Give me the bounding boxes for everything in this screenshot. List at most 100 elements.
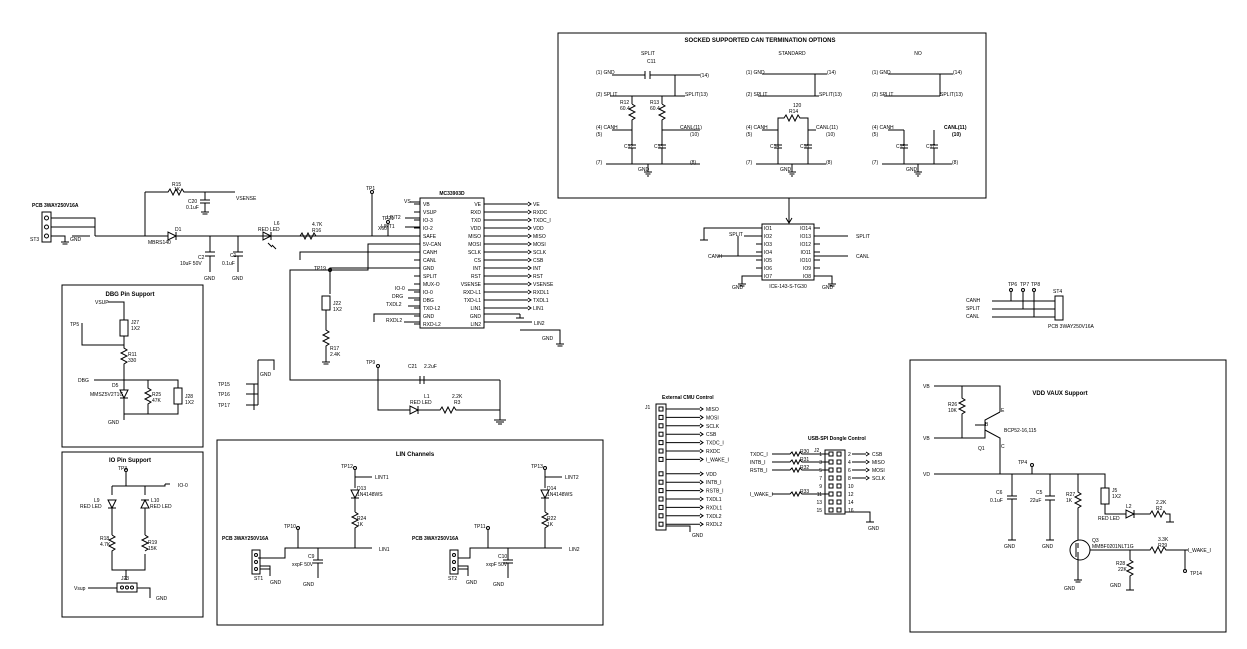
r12-value: 60.4 — [620, 106, 630, 112]
c5-ref: C5 — [1036, 490, 1043, 496]
q3-value: MMBF0201NLT1G — [1092, 544, 1134, 550]
can2-pin11: CANL(11) — [816, 125, 838, 131]
ic-pin-right-8: INT — [473, 266, 481, 272]
can3-pin5: (5) — [872, 132, 878, 138]
can3-pin11: CANL(11) — [944, 125, 967, 131]
l1-ref: L1 — [424, 394, 430, 400]
lint2-net: LINT2 — [387, 215, 401, 221]
lin-gnd3: GND — [466, 580, 478, 586]
r26-ref: R26 — [948, 402, 957, 408]
vdd-vb1: VB — [923, 384, 930, 390]
main-circuit: PCB 3WAY250V16A ST3 GND R15 1K C20 0.1uF… — [30, 182, 564, 425]
tp5-label: TP5 — [70, 322, 79, 328]
cmu-signal-10: TXDL1 — [706, 497, 722, 503]
can1-gnd: GND — [638, 167, 650, 173]
ic-pin-right-4: MISO — [468, 234, 481, 240]
can3-gnd: GND — [906, 167, 918, 173]
lint1-net: LINT1 — [375, 475, 389, 481]
j2-connector — [824, 449, 846, 515]
io-vsup: Vsup — [74, 586, 86, 592]
socket-pin-left-3: IO4 — [764, 250, 772, 256]
ic-pin-right-13: LIN1 — [470, 306, 481, 312]
socket-canl: CANL — [856, 254, 870, 260]
j23-jumper — [116, 582, 138, 593]
tp10-label: TP10 — [284, 524, 296, 530]
r11-value: 330 — [128, 358, 137, 364]
q1-ref: Q1 — [978, 446, 985, 452]
usb-resistor-2: R32 — [800, 465, 809, 471]
j28-value: 1X2 — [185, 400, 194, 406]
tp11-label: TP11 — [474, 524, 486, 530]
r17-ref: R17 — [330, 346, 339, 352]
j5-jumper — [1100, 487, 1110, 505]
tp14-label: TP14 — [1190, 571, 1202, 577]
r27-value: 1K — [1066, 498, 1073, 504]
q1-base: B — [985, 422, 989, 428]
ic-net-right-8: INT — [533, 266, 541, 272]
c14-label: C14 — [770, 144, 779, 150]
usb-title: USB-SPI Dongle Control — [808, 436, 866, 442]
j5-value: 1X2 — [1112, 494, 1121, 500]
cmu-signal-3: CSB — [706, 432, 717, 438]
socket-canh: CANH — [708, 254, 723, 260]
r26-value: 10K — [948, 408, 958, 414]
ic-pin-left-12: DBG — [423, 298, 434, 304]
l10-value: RED LED — [150, 504, 172, 510]
ic-pin-right-10: VSENSE — [461, 282, 482, 288]
c5-value: 22uF — [1030, 498, 1041, 504]
tp15-label: TP15 — [218, 382, 230, 388]
q3-ref: Q3 — [1092, 538, 1099, 544]
can-option-standard: STANDARD — [778, 51, 806, 57]
tp21-label: TP21 — [382, 216, 394, 222]
can3-pin13: SPLIT(13) — [940, 92, 963, 98]
st4-pcb: PCB 3WAY250V16A — [1048, 324, 1095, 330]
tp16-label: TP16 — [218, 392, 230, 398]
can1-pin10: (10) — [690, 132, 699, 138]
usb-left-net-2: RSTB_I — [750, 468, 768, 474]
ic-net-right-3: VDD — [533, 226, 544, 232]
socket-pin-right-3: IO11 — [801, 250, 812, 256]
r24-ref: R24 — [357, 516, 366, 522]
vdd-title: VDD VAUX Support — [1032, 391, 1087, 397]
j27-value: 1X2 — [131, 326, 140, 332]
ic-net-right-1: RXDC — [533, 210, 548, 216]
c9-value: xxpF 50V — [292, 562, 314, 568]
ic-pin-right-11: RXD-L1 — [463, 290, 481, 296]
st1-connector — [251, 549, 261, 575]
can-option3-circuit: (1) GND (2) SPLIT (4) CANH (5) (7) (14) … — [872, 70, 967, 177]
ic-pin-right-6: SCLK — [468, 250, 482, 256]
socket-pin-left-1: IO2 — [764, 234, 772, 240]
r29-ref: R29 — [1158, 543, 1167, 549]
q1-emitter: E — [1001, 408, 1005, 414]
usb-pin-num-left-0: 1 — [819, 452, 822, 458]
usb-pin-num-left-6: 13 — [816, 500, 822, 506]
usb-pin-num-right-2: 6 — [848, 468, 851, 474]
c1-value: 0.1uF — [222, 261, 235, 267]
cmu-signal-6: I_WAKE_I — [706, 457, 729, 463]
c21-value: 2.2uF — [424, 364, 437, 370]
st3-label: ST3 — [30, 237, 39, 243]
io-title: IO Pin Support — [109, 458, 151, 464]
rxdl2-net: RXDL2 — [386, 318, 402, 324]
io-pin-section: IO Pin Support TP3 IO-0 L9 RED LED L10 R… — [61, 451, 204, 618]
r24-value: 1K — [357, 522, 364, 528]
l1-value: RED LED — [410, 400, 432, 406]
ic-pin-left-1: VSUP — [423, 210, 437, 216]
external-cmu-section: External CMU Control J1 MISOMOSISCLKCSBT… — [645, 395, 729, 539]
ic-pin-left-5: 5V-CAN — [423, 242, 441, 248]
ic-pin-left-13: TXD-L2 — [423, 306, 440, 312]
socket-pin-right-4: IO10 — [800, 258, 811, 264]
usb-left-net-1: INTB_I — [750, 460, 766, 466]
cmu-title: External CMU Control — [662, 395, 714, 401]
can3-pin1: (1) GND — [872, 70, 891, 76]
usb-pin-num-left-7: 15 — [816, 508, 822, 514]
st2-connector — [449, 549, 459, 575]
st4-canl: CANL — [966, 314, 980, 320]
l6-value: RED LED — [258, 227, 280, 233]
ic-net-right-11: RXDL1 — [533, 290, 549, 296]
c1-ref: C1 — [230, 253, 237, 259]
can1-pin11: CANL(11) — [680, 125, 702, 131]
tp8-label: TP8 — [1031, 282, 1040, 288]
can1-pin14: (14) — [700, 73, 709, 79]
q1-collector: C — [1001, 444, 1005, 450]
